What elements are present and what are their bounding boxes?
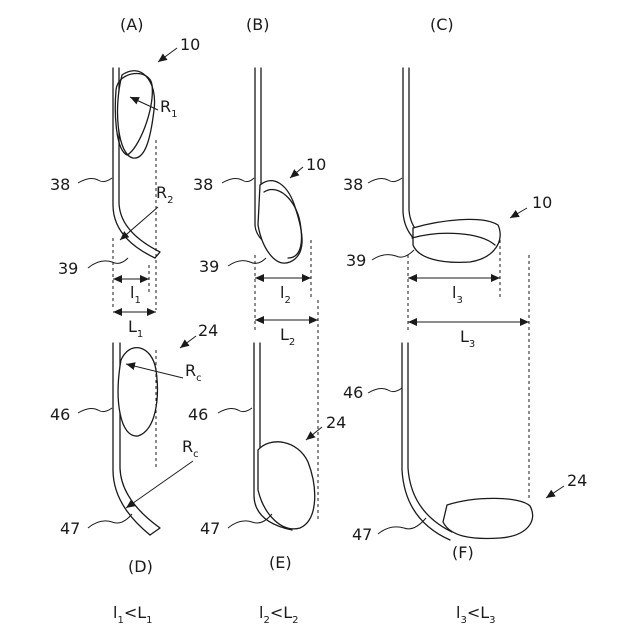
dim-label-L2: L2 xyxy=(280,325,295,348)
shaft-38-c-inner xyxy=(409,68,445,248)
leader-38-a xyxy=(78,178,112,183)
leader-46-d xyxy=(78,408,112,413)
radius-subscript: c xyxy=(193,449,199,460)
dim-subscript: 1 xyxy=(134,295,140,306)
radius-label-r2: R2 xyxy=(156,183,174,206)
leader-10-a xyxy=(158,48,177,62)
radius-subscript: 1 xyxy=(171,109,177,120)
relation-operator: < xyxy=(124,603,137,622)
panel-f xyxy=(402,343,533,540)
panel-label-e: (E) xyxy=(269,553,292,572)
radius-label-rc-2: Rc xyxy=(182,437,199,460)
pad-24-f xyxy=(443,498,533,538)
panel-a xyxy=(113,68,160,310)
dimension-arrows xyxy=(113,278,529,322)
panel-c xyxy=(403,68,529,500)
leader-46-e xyxy=(218,408,252,413)
relation-right-subscript: 1 xyxy=(146,615,152,626)
radius-subscript: c xyxy=(196,373,202,384)
radius-letter: R xyxy=(185,361,196,380)
panel-label-c: (C) xyxy=(430,15,454,34)
leader-39-a xyxy=(88,258,128,268)
dim-label-l1: l1 xyxy=(130,283,141,306)
dim-label-L3: L3 xyxy=(460,327,475,350)
ref-38-c: 38 xyxy=(343,175,363,194)
ref-47-d: 47 xyxy=(60,519,80,538)
leader-38-b xyxy=(222,178,254,183)
dimension-labels: l1 L1 l2 L2 l3 L3 xyxy=(128,283,475,350)
leader-24-e xyxy=(306,427,322,440)
leader-39-b xyxy=(228,258,266,266)
relation-operator: < xyxy=(467,603,480,622)
ref-39-c: 39 xyxy=(346,251,366,270)
ref-10-a: 10 xyxy=(180,35,200,54)
ref-10-c: 10 xyxy=(532,193,552,212)
dim-letter: L xyxy=(128,317,137,336)
dim-letter: L xyxy=(280,325,289,344)
pad-24-d xyxy=(118,348,157,436)
relation-3: l3<L3 xyxy=(456,603,496,626)
dim-label-l2: l2 xyxy=(280,283,291,306)
dim-subscript: 2 xyxy=(284,295,290,306)
pad-10-b xyxy=(258,181,302,263)
panel-label-a: (A) xyxy=(120,15,143,34)
radius-label-r1: R1 xyxy=(160,97,178,120)
shaft-46-f xyxy=(402,343,450,540)
ref-47-f: 47 xyxy=(352,525,372,544)
dim-label-l3: l3 xyxy=(452,283,463,306)
dim-subscript: 3 xyxy=(456,295,462,306)
relation-operator: < xyxy=(270,603,283,622)
dim-letter: L xyxy=(460,327,469,346)
shaft-46-f-inner xyxy=(408,343,452,532)
panel-label-d: (D) xyxy=(128,557,153,576)
ref-46-d: 46 xyxy=(50,405,70,424)
radius-subscript: 2 xyxy=(167,195,173,206)
dim-subscript: 1 xyxy=(137,329,143,340)
relation-right-letter: L xyxy=(283,603,292,622)
ref-39-a: 39 xyxy=(58,259,78,278)
leader-47-f xyxy=(378,518,426,534)
ref-39-b: 39 xyxy=(199,257,219,276)
leader-10-c xyxy=(510,208,527,218)
dim-subscript: 3 xyxy=(469,339,475,350)
radius-rc-arrow-2 xyxy=(126,461,193,508)
leader-24-f xyxy=(546,486,564,498)
leader-39-c xyxy=(372,250,414,260)
relation-right-subscript: 2 xyxy=(292,615,298,626)
relation-1: l1<L1 xyxy=(113,603,153,626)
ref-24-e: 24 xyxy=(326,413,346,432)
ref-38-a: 38 xyxy=(50,175,70,194)
relation-2: l2<L2 xyxy=(259,603,299,626)
pad-24-e xyxy=(258,442,315,529)
panel-label-b: (B) xyxy=(246,15,269,34)
ref-38-b: 38 xyxy=(193,175,213,194)
ref-24-f: 24 xyxy=(567,471,587,490)
leader-24-d xyxy=(180,336,196,348)
radius-letter: R xyxy=(160,97,171,116)
ref-46-f: 46 xyxy=(343,383,363,402)
leader-47-d xyxy=(88,514,132,528)
leader-10-b xyxy=(290,167,303,178)
ref-47-e: 47 xyxy=(200,519,220,538)
panel-d xyxy=(113,343,160,535)
leader-46-f xyxy=(368,388,402,393)
radius-label-rc-1: Rc xyxy=(185,361,202,384)
relation-right-letter: L xyxy=(137,603,146,622)
relation-right-letter: L xyxy=(480,603,489,622)
pad-10-c xyxy=(413,219,500,262)
ref-10-b: 10 xyxy=(306,155,326,174)
leader-47-e xyxy=(228,514,272,528)
ref-24-d: 24 xyxy=(198,321,218,340)
dim-subscript: 2 xyxy=(289,337,295,348)
radius-letter: R xyxy=(156,183,167,202)
relation-right-subscript: 3 xyxy=(489,615,495,626)
panel-e xyxy=(254,343,315,530)
leader-38-c xyxy=(368,178,402,183)
ref-46-e: 46 xyxy=(188,405,208,424)
panel-label-f: (F) xyxy=(452,543,474,562)
relations: l1<L1 l2<L2 l3<L3 xyxy=(113,603,496,626)
radius-letter: R xyxy=(182,437,193,456)
dim-label-L1: L1 xyxy=(128,317,143,340)
